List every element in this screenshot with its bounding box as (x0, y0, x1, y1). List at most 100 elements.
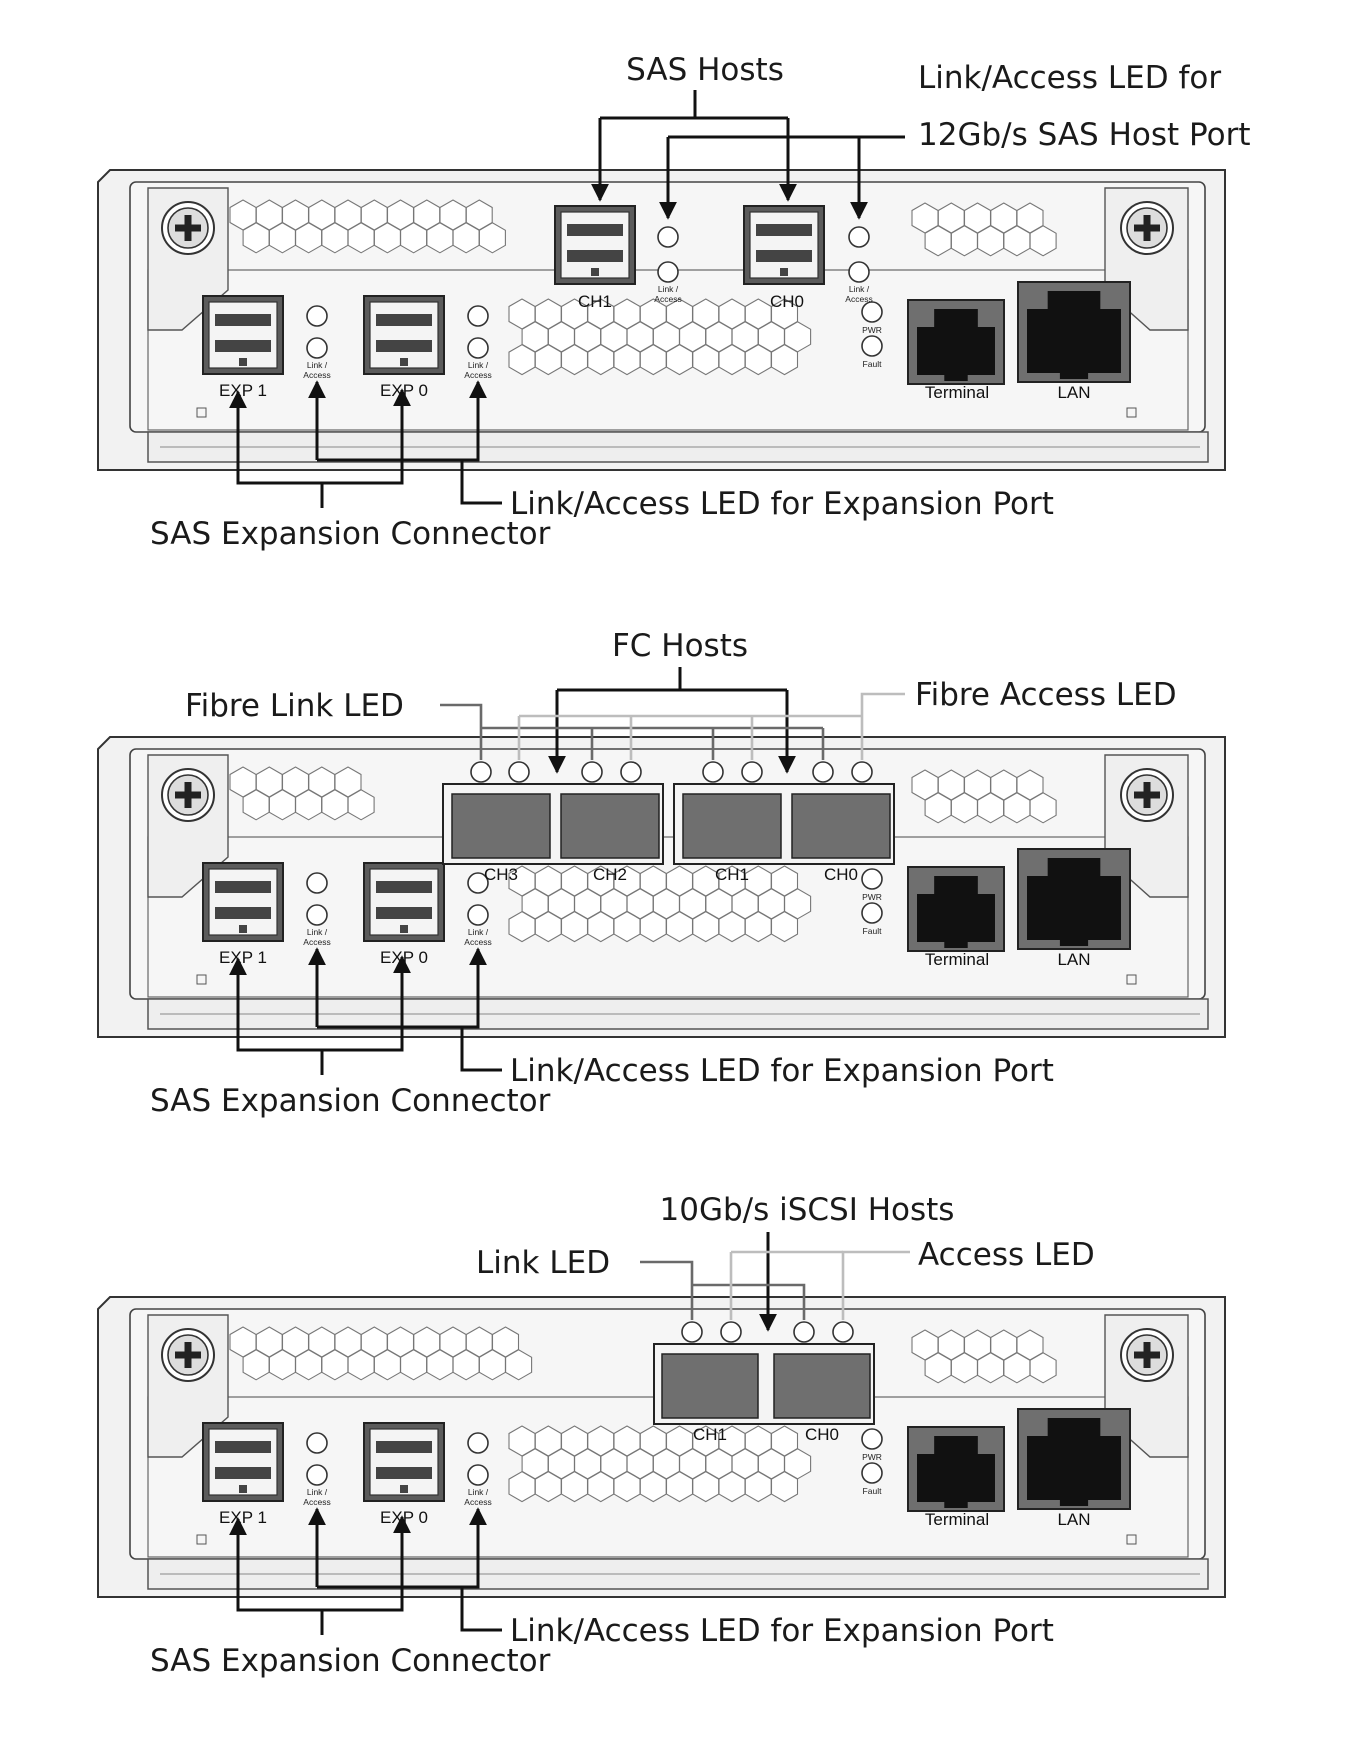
port-slot (756, 250, 812, 262)
exp-link-access-led (467, 1464, 489, 1486)
fc-sfp-port (451, 793, 551, 859)
fc-sfp-port (682, 793, 782, 859)
port-slot (215, 907, 271, 919)
vent-hexagon (770, 343, 799, 376)
port-opening (749, 211, 819, 279)
sas-hosts-callout: SAS Hosts (626, 52, 784, 88)
thumbscrew (161, 201, 215, 255)
port-key (400, 1485, 408, 1493)
iscsi-channel-label: CH1 (693, 1425, 727, 1444)
port-key (239, 925, 247, 933)
fibre-access-led (508, 761, 530, 783)
pwr-label: PWR (862, 892, 882, 902)
thumbscrew (161, 768, 215, 822)
host-link-access-led (657, 226, 679, 248)
lan-port (1017, 1408, 1131, 1510)
exp-led-callout: Link/Access LED for Expansion Port (510, 1613, 1054, 1649)
link-access-label: Access (464, 370, 491, 380)
host-led-2 (848, 261, 870, 283)
fibre-link-led (470, 761, 492, 783)
exp1-port (202, 862, 284, 942)
port-slot (567, 224, 623, 236)
exp0-port (363, 1422, 445, 1502)
exp-connector-callout: SAS Expansion Connector (150, 516, 551, 552)
fibre-access-led (741, 761, 763, 783)
port-slot (376, 340, 432, 352)
exp-led-top (467, 872, 489, 894)
link-access-label: Link / (307, 360, 328, 370)
plus-icon (1143, 1342, 1151, 1368)
link-access-label: Access (303, 1497, 330, 1507)
port-slot (376, 314, 432, 326)
port-slot (215, 340, 271, 352)
plus-icon (1143, 215, 1151, 241)
exp-link-access-led (467, 337, 489, 359)
exp0-label: EXP 0 (380, 1508, 428, 1527)
vent-hexagon (770, 910, 799, 943)
jack-opening (917, 876, 995, 948)
fibre-link-led (702, 761, 724, 783)
port-slot (376, 881, 432, 893)
plus-icon (184, 215, 192, 241)
exp-led-bracket (317, 1507, 487, 1589)
thumbscrew (161, 1328, 215, 1382)
iscsi-hosts-callout: 10Gb/s iSCSI Hosts (660, 1192, 955, 1228)
jack-opening (917, 309, 995, 381)
exp1-port (202, 1422, 284, 1502)
faceplate-recess (147, 836, 1189, 998)
ch0-label: CH0 (770, 292, 804, 311)
pwr-led (861, 868, 883, 890)
plus-icon (1143, 782, 1151, 808)
exp0-port (363, 862, 445, 942)
exp0-port (363, 295, 445, 375)
link-access-label: Link / (849, 284, 870, 294)
jack-opening (1027, 291, 1121, 379)
port-slot (215, 881, 271, 893)
port-opening (208, 301, 278, 369)
fibre-access-led (620, 761, 642, 783)
vent-hexagon (1029, 792, 1057, 824)
exp-link-access-led (467, 904, 489, 926)
port-slot (376, 1467, 432, 1479)
plus-icon (184, 782, 192, 808)
exp-link-access-led (306, 1464, 328, 1486)
exp-led-callout: Link/Access LED for Expansion Port (510, 1053, 1054, 1089)
link-led-bus (692, 1283, 806, 1320)
fibre-access-led (851, 761, 873, 783)
fc-sfp-port (560, 793, 660, 859)
vent-hexagon (347, 789, 375, 821)
terminal-label: Terminal (925, 1510, 989, 1529)
access-led (720, 1321, 742, 1343)
terminal-port (907, 1426, 1005, 1512)
iscsi-sfp-port (661, 1353, 759, 1419)
fc-channel-label: CH1 (715, 865, 749, 884)
port-opening (208, 1428, 278, 1496)
pwr-led (861, 1428, 883, 1450)
fibre-link-callout: Fibre Link LED (185, 688, 404, 724)
lan-label: LAN (1057, 950, 1090, 969)
fc-channel-label: CH2 (593, 865, 627, 884)
terminal-port (907, 299, 1005, 385)
link-access-label: Access (464, 1497, 491, 1507)
link-led-leader (640, 1260, 694, 1320)
host-ch0-port (743, 205, 825, 285)
port-key (239, 358, 247, 366)
fibre-link-led (812, 761, 834, 783)
exp-led-top (306, 305, 328, 327)
fault-label: Fault (863, 1486, 883, 1496)
fc-hosts-callout: FC Hosts (612, 628, 748, 664)
fibre-access-callout: Fibre Access LED (915, 677, 1177, 713)
port-opening (560, 211, 630, 279)
fc-channel-label: CH0 (824, 865, 858, 884)
port-key (780, 268, 788, 276)
vent-hexagon (1029, 1352, 1057, 1384)
exp1-label: EXP 1 (219, 1508, 267, 1527)
host-led-2 (657, 261, 679, 283)
exp-led-leader (460, 1587, 502, 1632)
access-led (832, 1321, 854, 1343)
link-led (793, 1321, 815, 1343)
exp-connector-callout: SAS Expansion Connector (150, 1643, 551, 1679)
terminal-port (907, 866, 1005, 952)
